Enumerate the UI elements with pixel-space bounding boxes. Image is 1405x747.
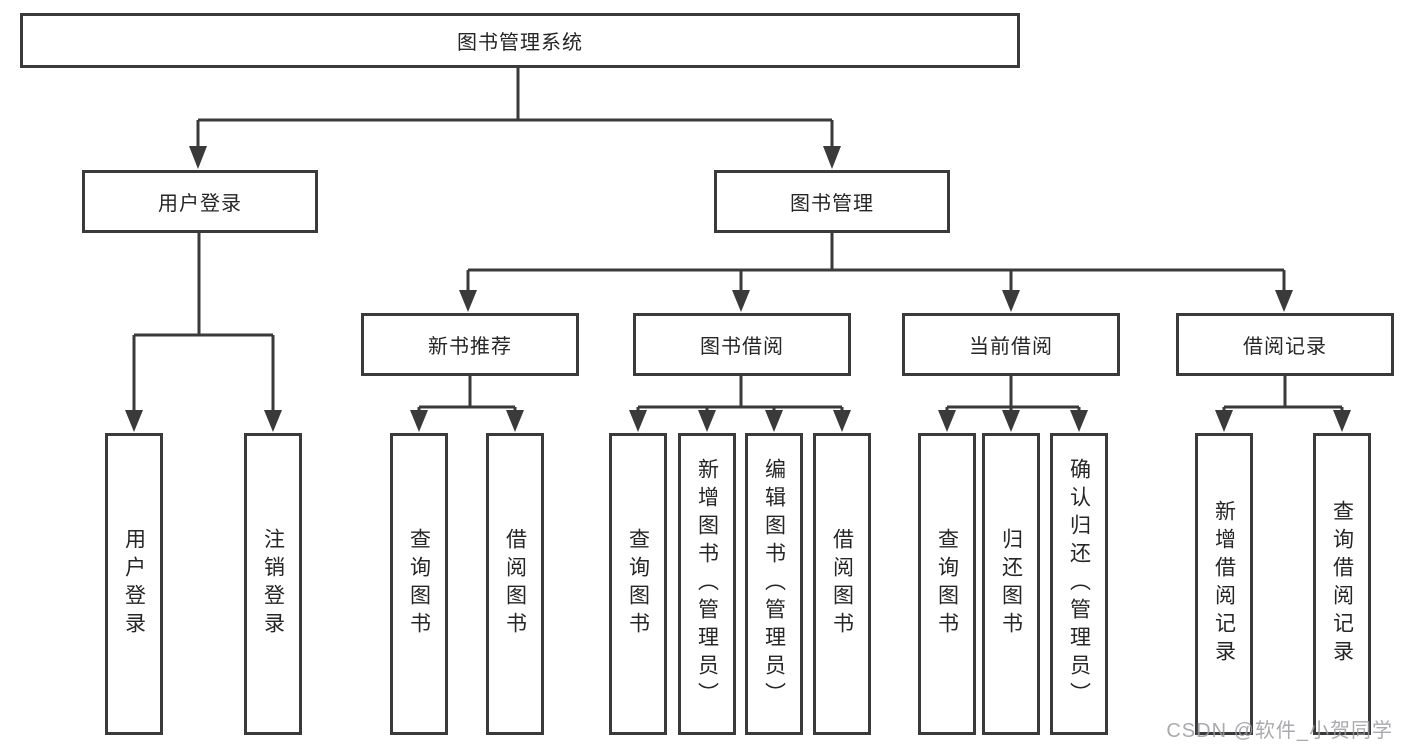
leaf-label: 新增图书（管理员） <box>695 458 719 710</box>
leaf-confirm-return-admin: 确认归还（管理员） <box>1050 433 1108 735</box>
leaf-label: 注销登录 <box>261 528 285 640</box>
node-current-borrow: 当前借阅 <box>902 313 1120 376</box>
leaf-label: 借阅图书 <box>503 528 527 640</box>
node-label: 新书推荐 <box>428 336 512 358</box>
leaf-add-book-admin: 新增图书（管理员） <box>678 433 736 735</box>
leaf-label: 用户登录 <box>122 528 146 640</box>
leaf-label: 归还图书 <box>999 528 1023 640</box>
watermark: CSDN @软件_小贺同学 <box>1166 720 1393 742</box>
leaf-label: 确认归还（管理员） <box>1067 458 1091 710</box>
node-borrow-records: 借阅记录 <box>1176 313 1394 376</box>
leaf-query-books-recommend: 查询图书 <box>390 433 448 735</box>
node-user-login: 用户登录 <box>82 170 318 233</box>
leaf-label: 查询图书 <box>935 528 959 640</box>
leaf-return-book: 归还图书 <box>982 433 1040 735</box>
node-label: 用户登录 <box>158 193 242 215</box>
leaf-query-books-current: 查询图书 <box>918 433 976 735</box>
leaf-label: 借阅图书 <box>830 528 854 640</box>
leaf-logout: 注销登录 <box>244 433 302 735</box>
leaf-label: 编辑图书（管理员） <box>762 458 786 710</box>
leaf-borrow-books: 借阅图书 <box>813 433 871 735</box>
leaf-label: 查询图书 <box>626 528 650 640</box>
node-label: 当前借阅 <box>969 336 1053 358</box>
node-new-book-recommend: 新书推荐 <box>361 313 579 376</box>
leaf-label: 查询图书 <box>407 528 431 640</box>
node-library-management-system: 图书管理系统 <box>20 13 1020 68</box>
node-book-borrow: 图书借阅 <box>633 313 851 376</box>
leaf-label: 新增借阅记录 <box>1212 500 1236 668</box>
leaf-borrow-books-recommend: 借阅图书 <box>486 433 544 735</box>
leaf-query-borrow-record: 查询借阅记录 <box>1313 433 1371 735</box>
node-book-management: 图书管理 <box>714 170 950 233</box>
leaf-query-books-borrow: 查询图书 <box>609 433 667 735</box>
node-label: 借阅记录 <box>1243 336 1327 358</box>
node-label: 图书借阅 <box>700 336 784 358</box>
node-label: 图书管理 <box>790 193 874 215</box>
leaf-edit-book-admin: 编辑图书（管理员） <box>745 433 803 735</box>
leaf-user-login: 用户登录 <box>105 433 163 735</box>
leaf-label: 查询借阅记录 <box>1330 500 1354 668</box>
leaf-add-borrow-record: 新增借阅记录 <box>1195 433 1253 735</box>
node-label: 图书管理系统 <box>457 32 583 54</box>
